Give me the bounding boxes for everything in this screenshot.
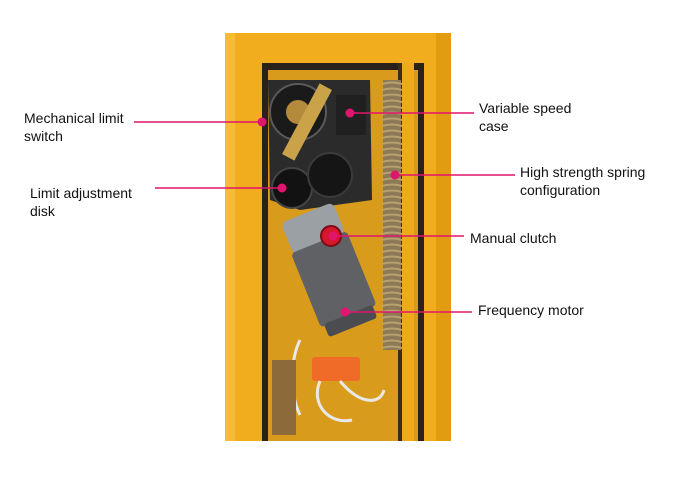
leader-dot-limit-adjustment-disk xyxy=(277,183,287,193)
spring-coil xyxy=(381,321,403,325)
label-line: Manual clutch xyxy=(470,230,557,246)
spring-coil xyxy=(381,207,403,211)
leader-dot-frequency-motor xyxy=(340,307,350,317)
spring-coil xyxy=(381,195,403,199)
spring-coil xyxy=(381,201,403,205)
spring-coil xyxy=(381,135,403,139)
spring-coil xyxy=(381,225,403,229)
label-variable-speed-case: Variable speed case xyxy=(479,99,571,135)
spring-coil xyxy=(381,315,403,319)
spring-coil xyxy=(381,177,403,181)
label-manual-clutch: Manual clutch xyxy=(470,229,556,247)
label-line: case xyxy=(479,118,509,134)
spring-coil xyxy=(381,333,403,337)
spring-coil xyxy=(381,189,403,193)
spring-coil xyxy=(381,213,403,217)
limit-switch-arm xyxy=(282,83,332,161)
leader-dot-mechanical-limit-switch xyxy=(257,117,267,127)
spring-coil xyxy=(381,219,403,223)
spring-coil xyxy=(381,105,403,109)
housing-edge-right xyxy=(436,33,451,441)
label-line: High strength spring xyxy=(520,164,646,180)
bracket xyxy=(272,360,296,435)
gearbox-output-shaft xyxy=(307,152,353,198)
spring-coil xyxy=(381,249,403,253)
spring-coil xyxy=(381,159,403,163)
spring-coil xyxy=(381,303,403,307)
label-line: Limit adjustment xyxy=(30,185,132,201)
spring-coil xyxy=(381,165,403,169)
door-frame-right xyxy=(400,63,414,441)
leader-dot-high-strength-spring xyxy=(390,170,400,180)
spring-coil xyxy=(381,267,403,271)
spring-coil xyxy=(381,129,403,133)
spring-coil xyxy=(381,339,403,343)
leader-dot-variable-speed-case xyxy=(345,108,355,118)
spring-coil xyxy=(381,327,403,331)
label-limit-adjustment-disk: Limit adjustment disk xyxy=(30,184,132,220)
spring-coil xyxy=(381,243,403,247)
spring-coils xyxy=(381,81,403,349)
spring-coil xyxy=(381,291,403,295)
spring-coil xyxy=(381,141,403,145)
frequency-motor-body xyxy=(282,203,377,337)
spring-coil xyxy=(381,279,403,283)
spring-coil xyxy=(381,147,403,151)
spring-coil xyxy=(381,123,403,127)
label-line: Variable speed xyxy=(479,100,572,116)
spring-coil xyxy=(381,261,403,265)
label-line: Frequency motor xyxy=(478,302,584,318)
label-line: disk xyxy=(30,203,55,219)
label-line: Mechanical limit xyxy=(24,110,124,126)
spring-coil xyxy=(381,183,403,187)
spring-coil xyxy=(381,255,403,259)
label-line: switch xyxy=(24,128,63,144)
spring-coil xyxy=(381,231,403,235)
label-line: configuration xyxy=(520,182,601,198)
spring-coil xyxy=(381,153,403,157)
spring-coil xyxy=(381,93,403,97)
terminal-block xyxy=(312,357,360,381)
spring-coil xyxy=(381,99,403,103)
label-frequency-motor: Frequency motor xyxy=(478,301,584,319)
spring-coil xyxy=(381,87,403,91)
callout-leaders xyxy=(134,108,515,317)
label-high-strength-spring: High strength spring configuration xyxy=(520,163,645,199)
spring-coil xyxy=(381,285,403,289)
spring-coil xyxy=(381,81,403,85)
spring-coil xyxy=(381,273,403,277)
spring-coil xyxy=(381,345,403,349)
spring-coil xyxy=(381,117,403,121)
label-mechanical-limit-switch: Mechanical limit switch xyxy=(24,109,124,145)
spring-coil xyxy=(381,237,403,241)
spring-coil xyxy=(381,297,403,301)
leader-dot-manual-clutch xyxy=(328,231,338,241)
housing-edge-left xyxy=(225,33,235,441)
